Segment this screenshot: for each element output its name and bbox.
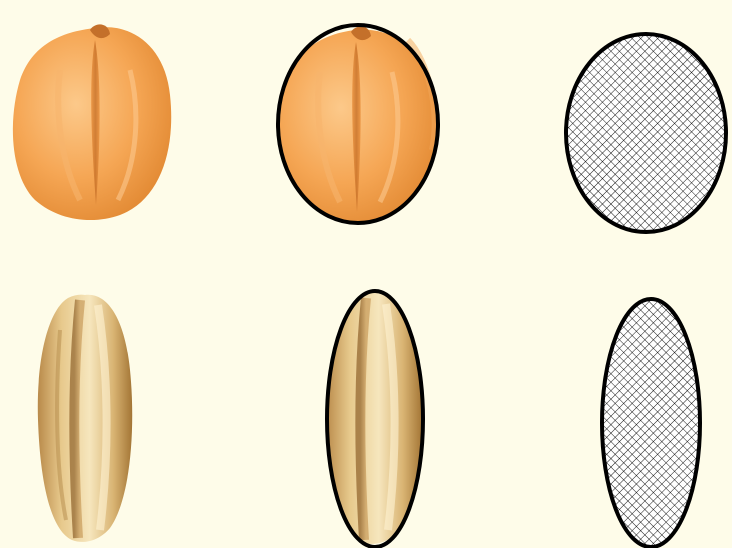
row-2-grain-photo bbox=[38, 295, 132, 542]
row-1-grain-photo bbox=[13, 24, 171, 220]
row-2-grain-with-ellipse bbox=[326, 291, 423, 547]
row-1-grain-with-ellipse bbox=[277, 25, 438, 225]
row-1-ellipse-model bbox=[566, 34, 726, 232]
row-2-ellipse-model bbox=[602, 299, 700, 547]
